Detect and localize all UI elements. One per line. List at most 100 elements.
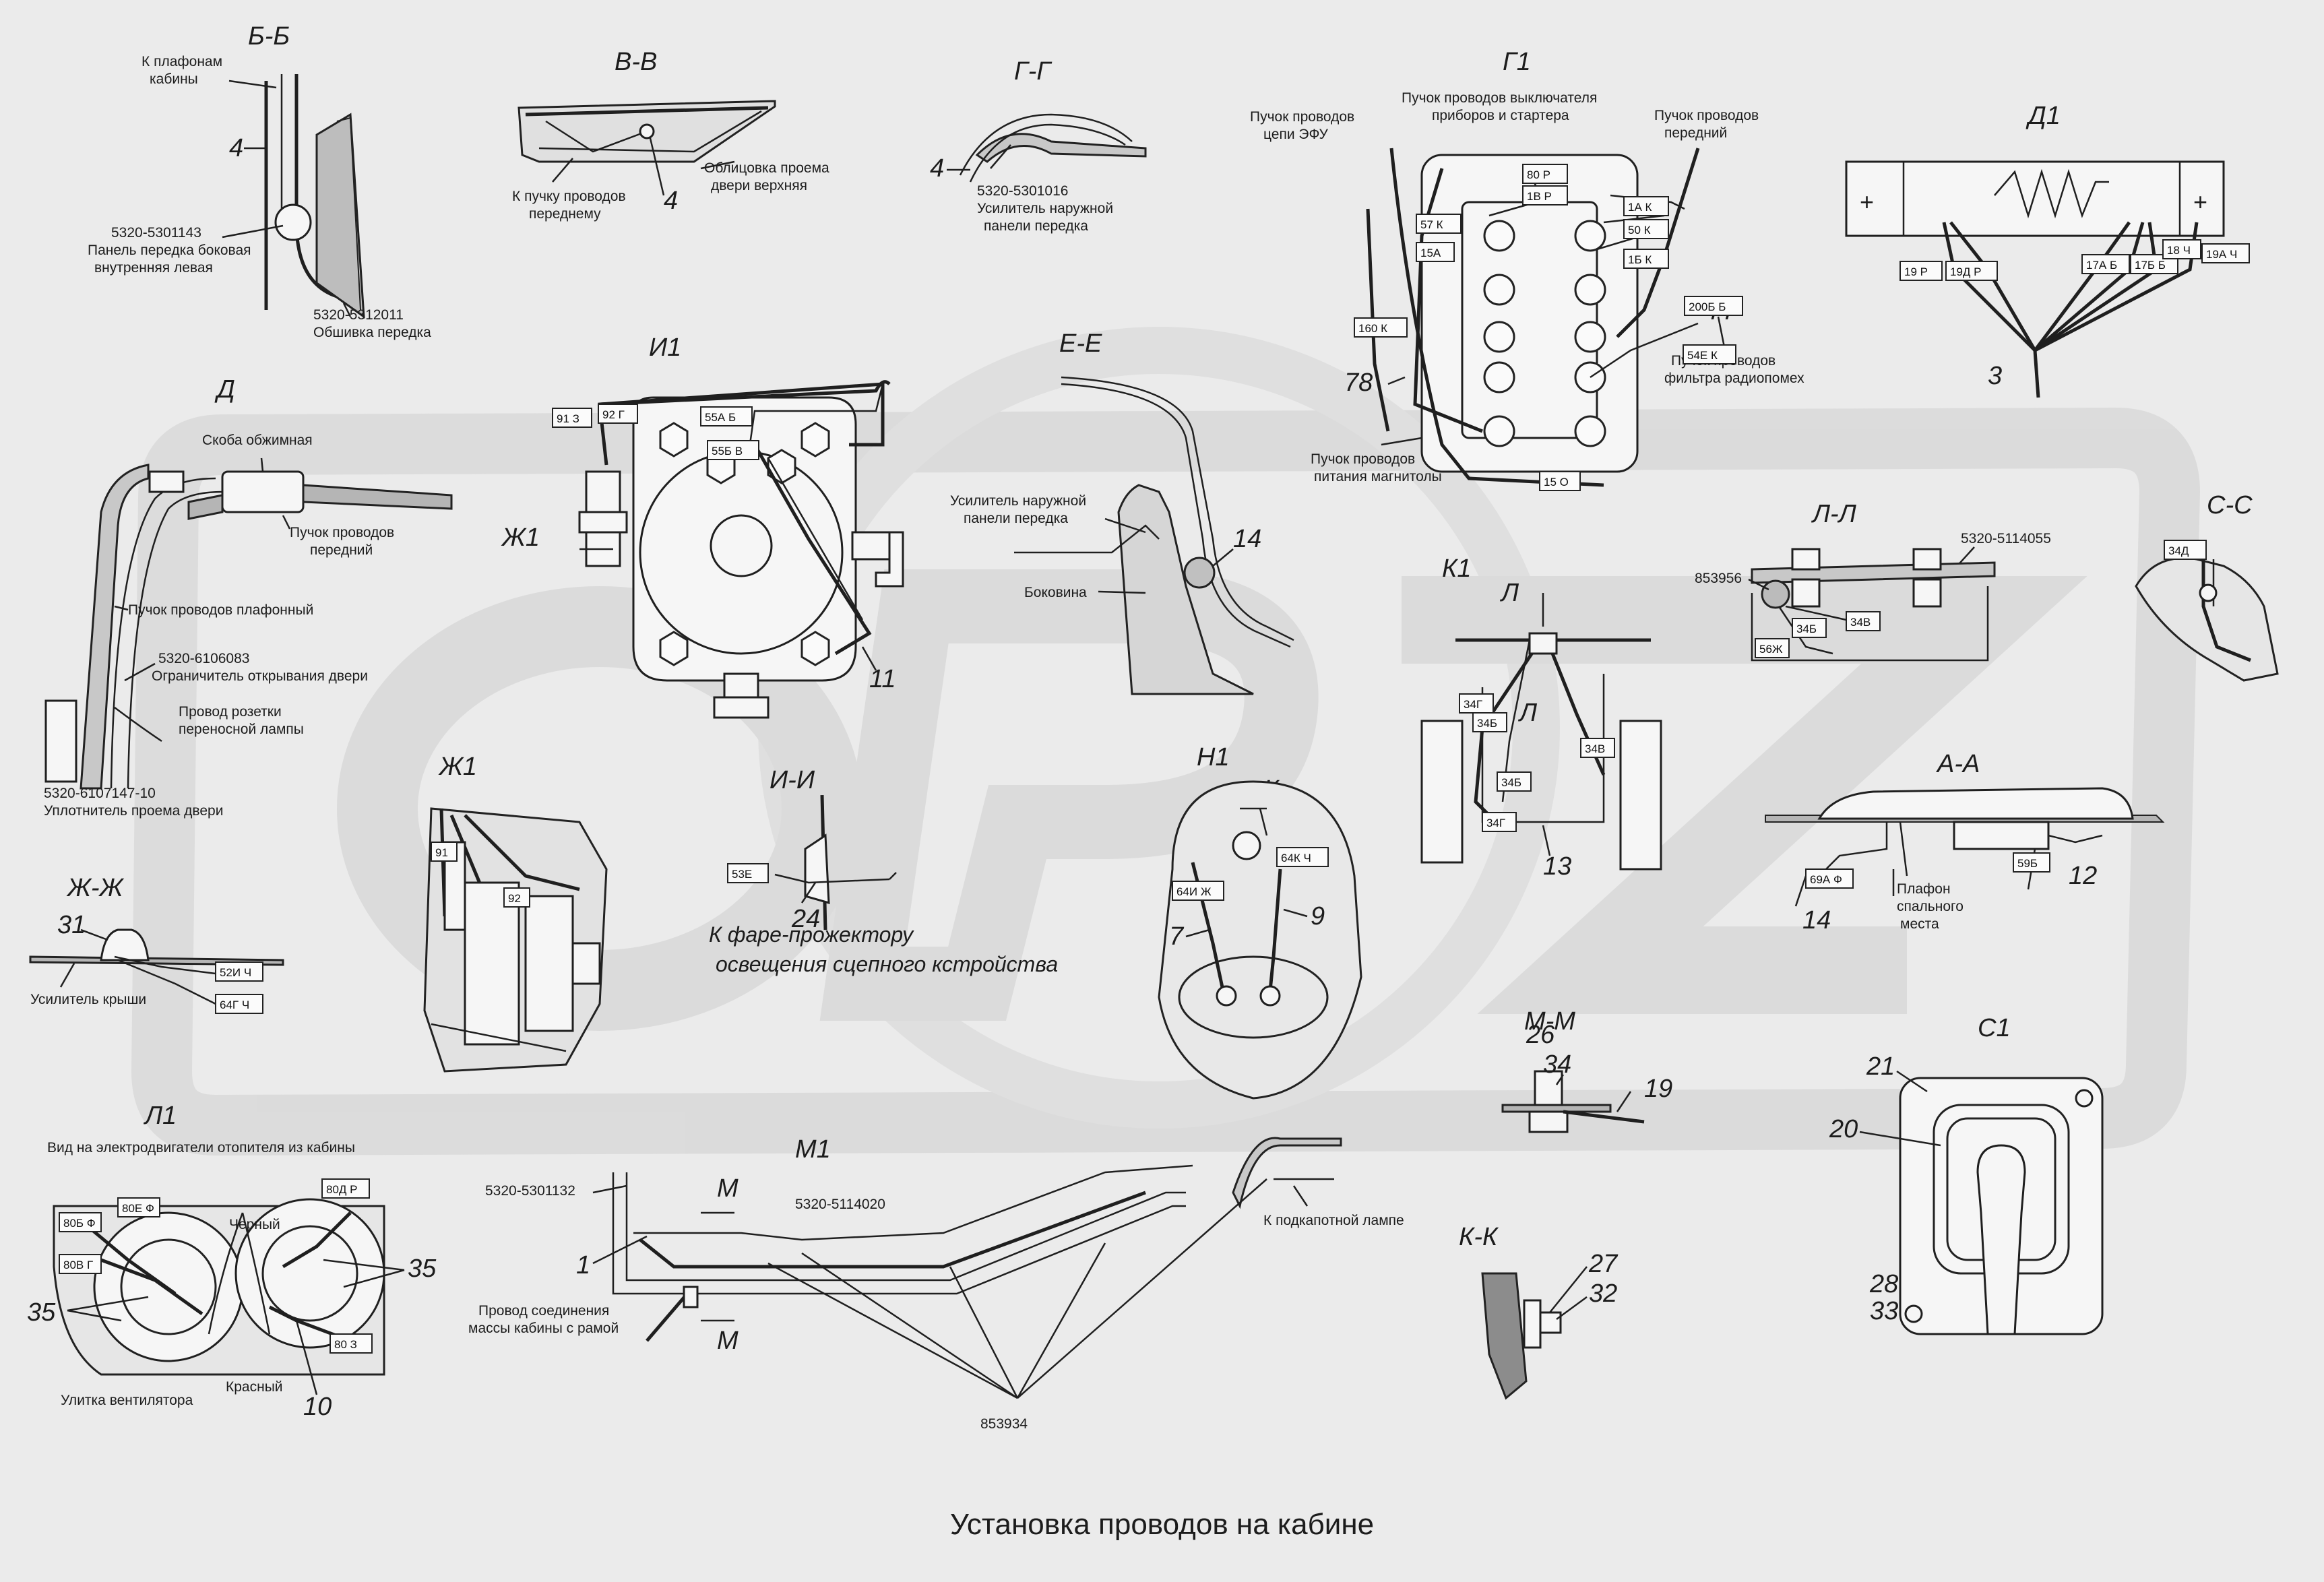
label-m1-mass1: Провод соединения [478, 1303, 609, 1319]
label-m1-pn2: 5320-5114020 [795, 1197, 885, 1212]
callout-35-right: 35 [408, 1255, 437, 1283]
label-ii-b: освещения сцепного кстройства [716, 952, 1058, 976]
label-ii-a: К фаре-прожектору [709, 922, 914, 947]
svg-text:19 Р: 19 Р [1904, 265, 1928, 278]
section-ii: И-И 24 К фаре-прожектору освещения сцепн… [709, 766, 1058, 976]
wire-tag-80p: 80 Р [1522, 164, 1568, 184]
callout-31: 31 [57, 911, 86, 939]
section-cc-title: С-С [2207, 491, 2253, 519]
svg-text:200Б Б: 200Б Б [1689, 300, 1726, 313]
label-d-pn1a: Ограничитель открывания двери [152, 668, 368, 684]
svg-text:34Г: 34Г [1486, 817, 1505, 829]
callout-34: 34 [1543, 1050, 1571, 1079]
connector-icon [1232, 831, 1261, 860]
callout-33: 33 [1870, 1297, 1898, 1325]
callout-24: 24 [791, 905, 820, 933]
svg-text:18 Ч: 18 Ч [2167, 244, 2191, 257]
wire-tag-91: 91 [431, 842, 458, 862]
wire-tag-15a: 15А [1416, 242, 1455, 262]
callout-9: 9 [1311, 902, 1325, 930]
svg-text:80 З: 80 З [334, 1338, 357, 1351]
svg-text:OPZ: OPZ [1145, 884, 1160, 891]
wire-tag-64kch: 64К Ч [1276, 847, 1329, 867]
svg-text:15А: 15А [1420, 247, 1441, 259]
label-g1-fr2: передний [1664, 125, 1727, 141]
svg-text:54Е К: 54Е К [1687, 349, 1718, 362]
section-m-b: М [717, 1327, 739, 1355]
crimp-bracket [221, 470, 305, 513]
label-bb-plafon: К плафонам [142, 54, 222, 69]
label-g1-fr1: Пучок проводов [1654, 108, 1759, 123]
switch-screws [1483, 220, 1606, 447]
svg-text:1А К: 1А К [1628, 201, 1652, 214]
wire-tag-34v-a: 34Б [1472, 712, 1507, 732]
label-g1-rf2: фильтра радиопомех [1664, 371, 1804, 386]
wire-tag-200bb: 200Б Б [1684, 296, 1743, 316]
svg-text:34В: 34В [1585, 742, 1605, 755]
wire-tag-19dr: 19Д Р [1945, 261, 1998, 281]
door-seal [44, 699, 77, 783]
wire-tag-80bf: 80Б Ф [59, 1212, 102, 1232]
label-gg-c: панели передка [984, 218, 1088, 234]
bracket-left [1420, 720, 1464, 864]
wire-tag-56zh: 34Д [2164, 540, 2207, 560]
svg-text:34Д: 34Д [2168, 544, 2189, 557]
lamp-socket [1953, 821, 2050, 850]
section-m1: М1 5320-5301132 5320-5114020 М М 1 Прово… [468, 1135, 1404, 1432]
callout-20: 20 [1829, 1115, 1858, 1143]
section-l1: Л1 Вид на электродвигатели отопителя из … [27, 1102, 437, 1421]
svg-text:34Б: 34Б [1477, 717, 1497, 730]
label-m1-lamp: К подкапотной лампе [1263, 1213, 1404, 1228]
wire-tag-34v: 34Б [1792, 618, 1827, 638]
label-g1-sw1: Пучок проводов выключателя [1402, 90, 1597, 106]
wire-tag-80vg: 80В Г [59, 1254, 102, 1274]
label-l1-red: Красный [226, 1379, 283, 1395]
label-g1-mg2: питания магнитолы [1314, 469, 1442, 484]
section-vv: В-В К пучку проводов переднему 4 Облицов… [512, 48, 829, 222]
callout-32: 32 [1589, 1279, 1617, 1308]
label-d-lamp1: Провод розетки [179, 704, 282, 720]
label-zhzh-a: Усилитель крыши [30, 992, 146, 1007]
label-m1-pn1: 5320-5301132 [485, 1183, 575, 1199]
wire-tag-19ach: 19А Ч [2201, 243, 2250, 263]
wire-tag-18ch: 18 Ч [2162, 239, 2201, 259]
section-zh1-arrow-label: Ж1 [501, 524, 540, 552]
label-g1-efu2: цепи ЭФУ [1263, 127, 1329, 142]
svg-text:64Г Ч: 64Г Ч [220, 999, 249, 1011]
svg-text:52И Ч: 52И Ч [220, 966, 251, 979]
section-l-a: Л [1499, 579, 1519, 607]
wire-tag-55bv: 55Б В [707, 440, 759, 460]
label-bb-cab: кабины [150, 71, 198, 87]
svg-text:59Б: 59Б [2017, 857, 2038, 870]
wire-tag-80z: 80 З [329, 1333, 373, 1354]
section-aa: А-А 14 12 Плафон спального места 69А Ф 5… [1765, 750, 2165, 935]
label-m1-mass2: массы кабины с рамой [468, 1321, 619, 1336]
wire-tag-34b-b: 34В [1580, 738, 1615, 758]
callout-4-vv: 4 [664, 187, 678, 215]
wire-tag-57k: 57 К [1416, 214, 1462, 234]
label-vv-b: переднему [529, 206, 601, 222]
wire-tag-34b: 56Ж [1755, 638, 1790, 658]
callout-26: 26 [1526, 1021, 1555, 1049]
section-d: Д Скоба обжимная Пучок проводов передний… [44, 375, 453, 819]
label-l1-black: Черный [229, 1217, 280, 1232]
section-m-a: М [717, 1174, 739, 1203]
relay-block [1845, 160, 2225, 237]
wire-tag-34b-a: 34Г [1459, 693, 1494, 714]
wire-tag-19r: 19 Р [1899, 261, 1943, 281]
wire-tag-92g: 92 Г [598, 404, 638, 424]
label-bb-pn1a: Панель передка боковая [88, 243, 251, 258]
wire-tag-69af: 69А Ф [1805, 868, 1854, 889]
section-mm-title: М-М [1524, 1007, 1575, 1036]
section-bb-title: Б-Б [248, 22, 290, 51]
section-kk: К-К 27 32 [1459, 1223, 1619, 1400]
svg-text:92: 92 [508, 892, 521, 905]
wire-tag-34g: 34В [1846, 611, 1881, 631]
section-ii-title: И-И [770, 766, 815, 794]
label-d-skoba: Скоба обжимная [202, 433, 313, 448]
plus-terminal-right: + [2193, 188, 2207, 216]
label-l1-title: Вид на электродвигатели отопителя из каб… [47, 1140, 355, 1156]
callout-4-gg: 4 [930, 154, 944, 183]
section-d1-title: Д1 [2025, 102, 2061, 130]
